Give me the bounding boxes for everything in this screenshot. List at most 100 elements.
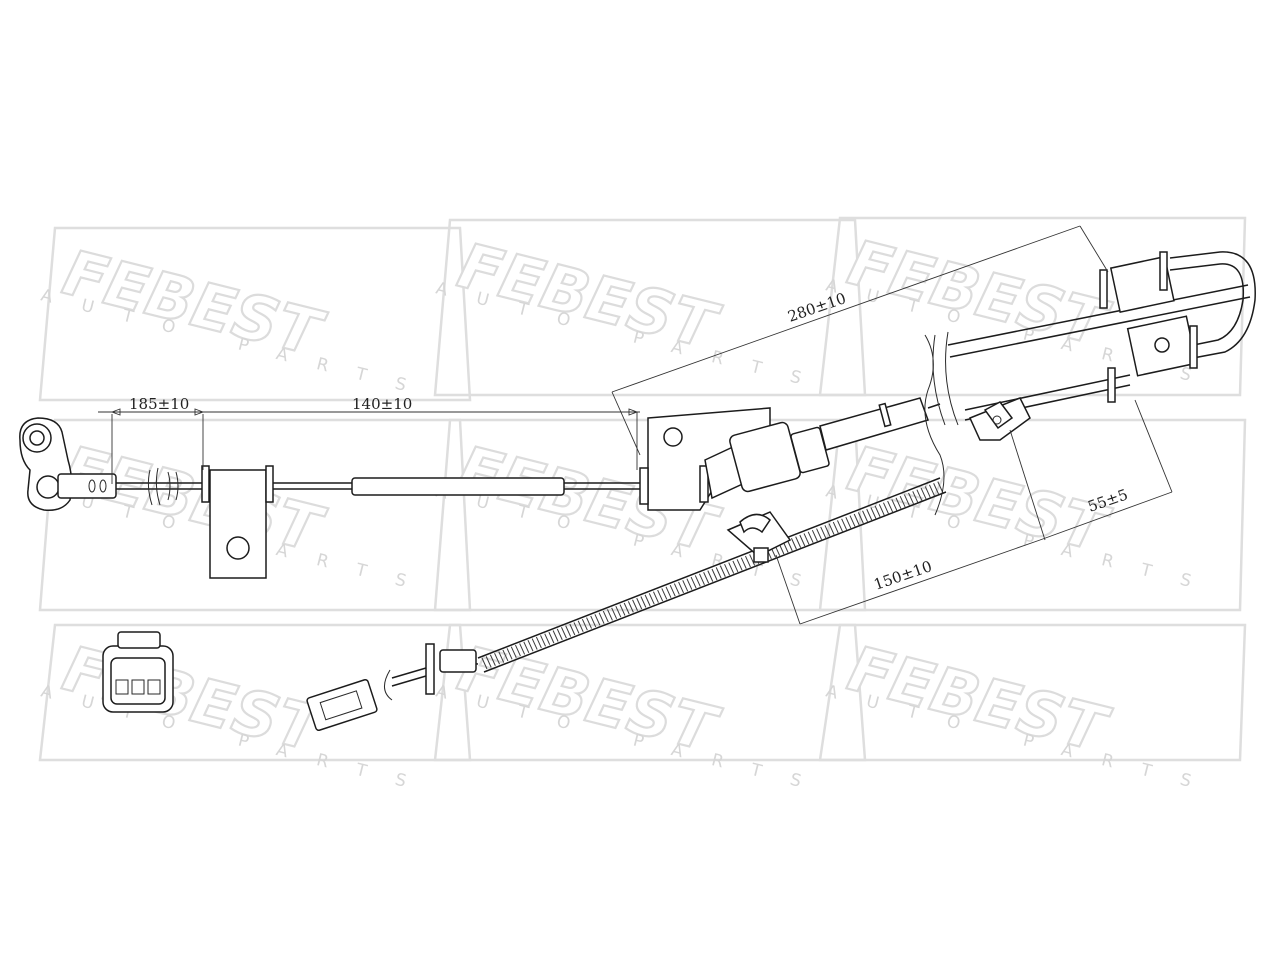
braid-mark: [836, 520, 843, 532]
braid-mark: [640, 596, 647, 608]
braid-mark: [581, 618, 588, 631]
braid-mark: [920, 487, 927, 500]
braid-mark: [811, 529, 818, 542]
braid-mark: [703, 572, 710, 584]
braid-mark: [878, 504, 885, 516]
braid-mark: [481, 657, 488, 670]
braid-mark: [887, 500, 894, 513]
braid-mark: [694, 575, 701, 587]
break-mark: [924, 334, 945, 516]
braid-mark: [615, 606, 622, 618]
braid-mark: [648, 593, 655, 605]
braid-mark: [870, 507, 877, 519]
braid-mark: [598, 612, 605, 624]
braid-mark: [665, 586, 672, 599]
watermark-tile-8: FEBEST AUTO PARTS: [433, 623, 867, 799]
dimension-label-185: 185±10: [129, 395, 189, 413]
braid-mark: [874, 505, 881, 518]
braid-mark: [678, 581, 685, 594]
braid-mark: [937, 481, 944, 493]
braid-mark: [820, 526, 827, 539]
braid-mark: [682, 580, 689, 592]
braid-mark: [715, 567, 722, 579]
braid-mark: [711, 568, 718, 581]
cable-loop-icon: [1099, 251, 1256, 403]
braid-mark: [636, 597, 643, 610]
watermark-tile-1: FEBEST AUTO PARTS: [38, 226, 472, 403]
braid-mark: [845, 517, 852, 529]
braid-mark: [502, 649, 509, 662]
braid-mark: [523, 641, 530, 654]
braid-mark: [795, 536, 802, 548]
braid-mark: [535, 636, 542, 649]
braid-mark: [744, 555, 751, 568]
braid-mark: [548, 631, 555, 644]
dimension-140: 140±10: [203, 395, 640, 470]
braid-mark: [698, 573, 705, 586]
braid-mark: [565, 625, 572, 637]
braid-mark: [841, 518, 848, 531]
braid-mark: [807, 531, 814, 543]
braid-mark: [740, 557, 747, 569]
mounting-bracket-icon: [201, 465, 274, 579]
braid-mark: [540, 635, 547, 647]
braid-mark: [857, 512, 864, 524]
braid-mark: [527, 639, 534, 652]
braid-mark: [866, 508, 873, 521]
braid-mark: [519, 643, 526, 655]
braid-mark: [606, 609, 613, 621]
connector-face-icon: [102, 631, 174, 713]
braid-mark: [632, 599, 639, 611]
braid-mark: [552, 630, 559, 642]
braid-mark: [924, 486, 931, 498]
braid-mark: [728, 562, 735, 574]
braid-mark: [611, 607, 618, 620]
upper-cable: [927, 284, 1251, 426]
dimension-185: 185±10: [98, 395, 210, 484]
braid-mark: [899, 495, 906, 508]
braid-mark: [686, 578, 693, 590]
braid-mark: [828, 523, 835, 535]
braid-mark: [544, 633, 551, 645]
braid-mark: [803, 533, 810, 545]
braid-mark: [669, 584, 676, 597]
braid-mark: [590, 615, 597, 628]
braid-mark: [594, 614, 601, 626]
braid-mark: [882, 502, 889, 514]
braid-mark: [916, 489, 923, 501]
braid-mark: [494, 652, 501, 665]
cable-connector-icon: [704, 397, 929, 500]
braid-mark: [602, 610, 609, 623]
wire-clip-icon: [968, 397, 1031, 441]
braid-mark: [657, 589, 664, 602]
braid-mark: [933, 483, 940, 495]
braid-mark: [498, 651, 505, 663]
braid-mark: [577, 620, 584, 632]
braid-mark: [724, 563, 731, 576]
sensor-head-icon: [19, 417, 117, 512]
braid-mark: [719, 565, 726, 577]
watermark-tile-9: FEBEST AUTO PARTS: [818, 623, 1247, 799]
braid-mark: [832, 521, 839, 534]
braid-mark: [891, 499, 898, 511]
braid-mark: [707, 570, 714, 582]
braid-mark: [849, 515, 856, 527]
braid-mark: [799, 534, 806, 547]
braid-mark: [569, 623, 576, 636]
braid-mark: [573, 622, 580, 634]
braid-mark: [732, 560, 739, 573]
braid-mark: [853, 513, 860, 526]
braid-mark: [749, 554, 756, 566]
braid-mark: [560, 627, 567, 639]
braid-mark: [862, 510, 869, 522]
braid-mark: [510, 646, 517, 658]
dimension-label-140: 140±10: [352, 395, 412, 413]
braid-mark: [912, 491, 919, 503]
braid-mark: [790, 538, 797, 550]
braid-mark: [556, 628, 563, 641]
braid-mark: [661, 588, 668, 600]
braid-mark: [506, 648, 513, 660]
connector-plug-icon: [306, 643, 479, 732]
dimension-label-280: 280±10: [785, 289, 848, 326]
